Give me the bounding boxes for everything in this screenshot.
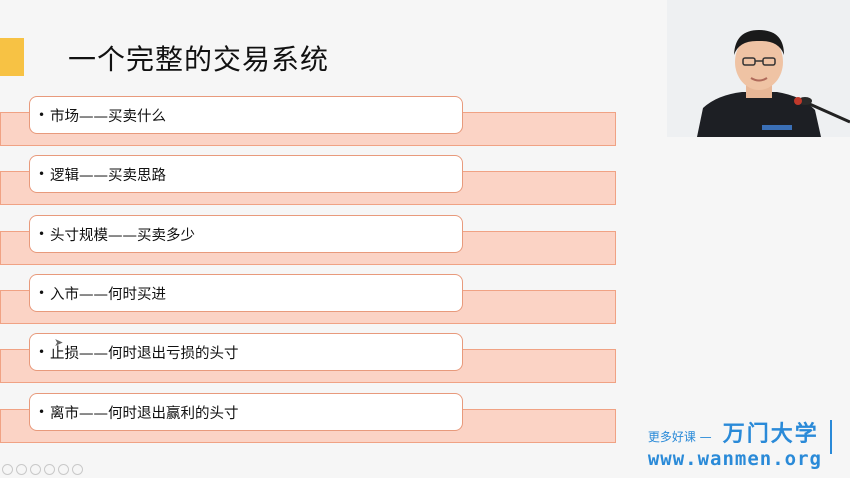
- list-item: • 市场——买卖什么: [0, 96, 620, 146]
- list-item-box: • 市场——买卖什么: [29, 96, 463, 134]
- list-item-box: • 逻辑——买卖思路: [29, 155, 463, 193]
- title-accent-bar: [0, 38, 24, 76]
- list-item: • 止损——何时退出亏损的头寸: [0, 333, 620, 383]
- pen-icon[interactable]: [30, 464, 41, 475]
- list-item: • 头寸规模——买卖多少: [0, 215, 620, 265]
- presenter-video: [667, 0, 850, 137]
- prev-slide-icon[interactable]: [2, 464, 13, 475]
- list-item: • 入市——何时买进: [0, 274, 620, 324]
- watermark-divider: [830, 420, 832, 454]
- list-item-label: 离市——何时退出赢利的头寸: [50, 405, 239, 422]
- slides-grid-icon[interactable]: [44, 464, 55, 475]
- next-slide-icon[interactable]: [16, 464, 27, 475]
- zoom-icon[interactable]: [58, 464, 69, 475]
- list-item: • 离市——何时退出赢利的头寸: [0, 393, 620, 443]
- watermark-brand: 万门大学: [722, 421, 819, 447]
- list-item-box: • 头寸规模——买卖多少: [29, 215, 463, 253]
- list-item: • 逻辑——买卖思路: [0, 155, 620, 205]
- list-item-box: • 入市——何时买进: [29, 274, 463, 312]
- list-item-box: • 止损——何时退出亏损的头寸: [29, 333, 463, 371]
- watermark-tagline: 更多好课 —: [647, 430, 712, 444]
- bullet-icon: •: [38, 167, 46, 181]
- bullet-icon: •: [38, 108, 46, 122]
- slideshow-controls: [2, 464, 83, 475]
- bullet-icon: •: [38, 345, 46, 359]
- list-item-label: 市场——买卖什么: [50, 108, 166, 125]
- list-item-label: 止损——何时退出亏损的头寸: [50, 345, 239, 362]
- list-item-label: 入市——何时买进: [50, 286, 166, 303]
- list-item-label: 头寸规模——买卖多少: [50, 227, 195, 244]
- bullet-icon: •: [38, 286, 46, 300]
- slide-title: 一个完整的交易系统: [68, 43, 330, 76]
- bullet-icon: •: [38, 405, 46, 419]
- bullet-icon: •: [38, 227, 46, 241]
- wanmen-watermark: 更多好课 — 万门大学 www.wanmen.org: [647, 416, 832, 470]
- presenter-image: [667, 0, 850, 137]
- list-item-box: • 离市——何时退出赢利的头寸: [29, 393, 463, 431]
- list-item-label: 逻辑——买卖思路: [50, 167, 166, 184]
- more-options-icon[interactable]: [72, 464, 83, 475]
- mouse-cursor-icon: ➤: [54, 336, 64, 349]
- watermark-url: www.wanmen.org: [647, 448, 822, 470]
